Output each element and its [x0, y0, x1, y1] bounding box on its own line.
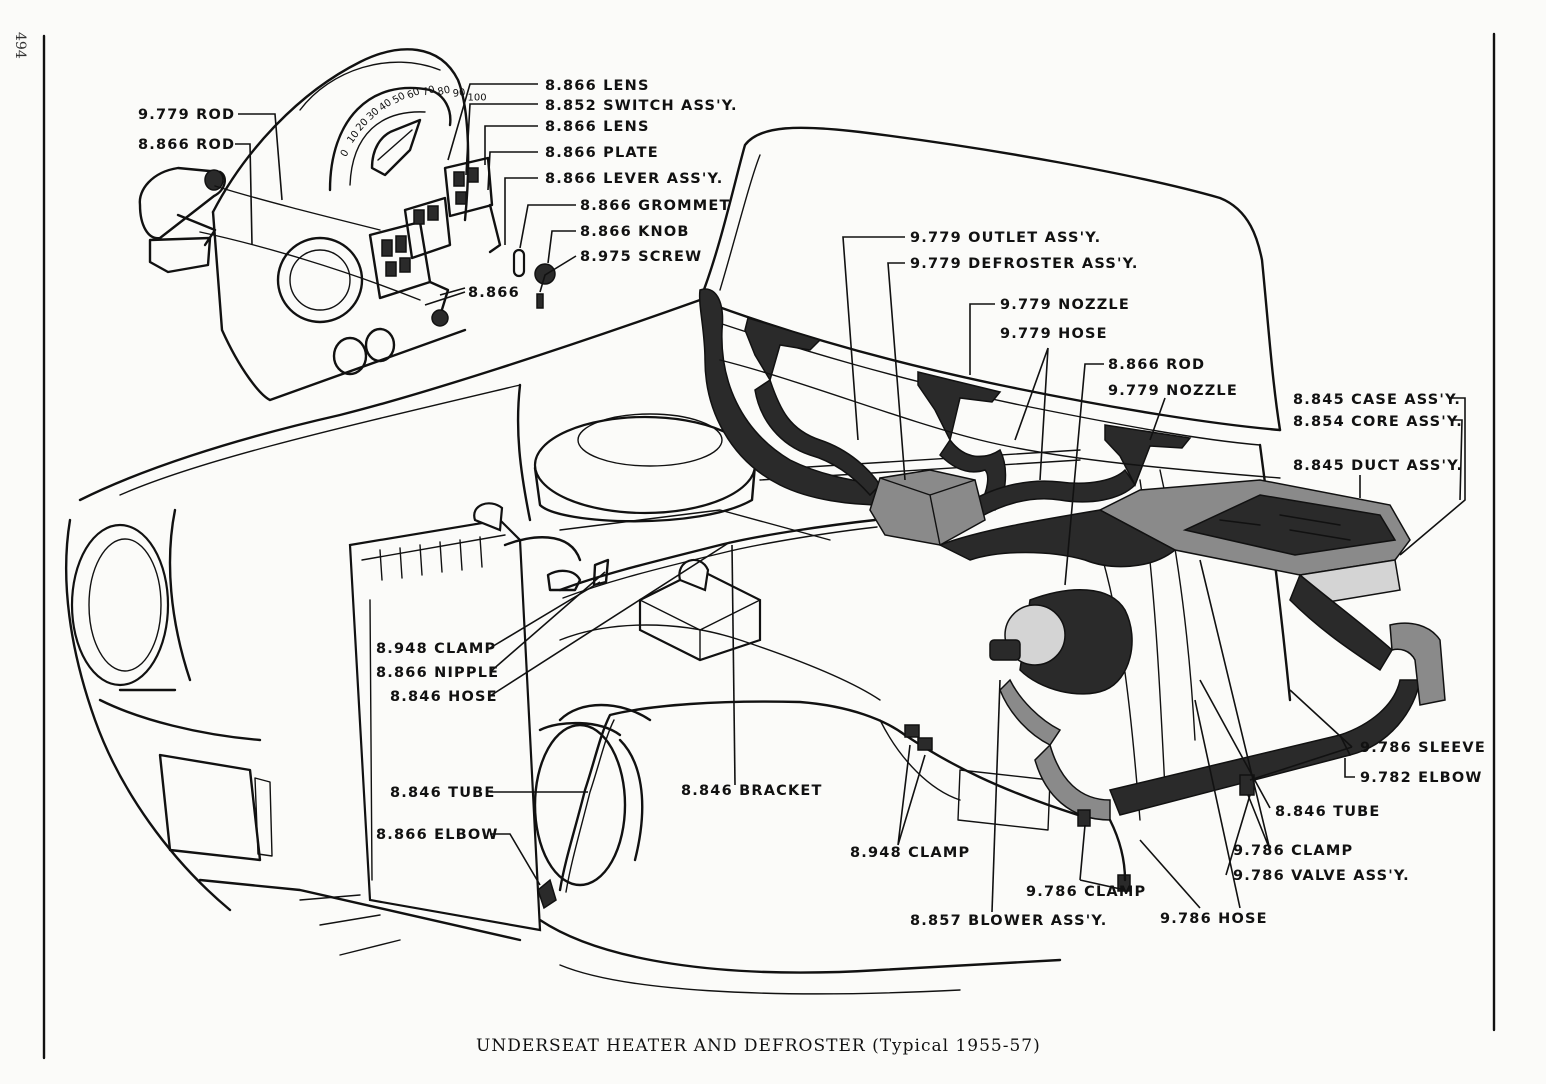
label-9779-nozzle-1: 9.779 NOZZLE	[1000, 297, 1130, 313]
label-8866-grommet: 8.866 GROMMET	[580, 198, 731, 214]
label-8866-knob: 8.866 KNOB	[580, 224, 690, 240]
label-8846-tube-left: 8.846 TUBE	[390, 785, 496, 801]
heater-control-rod	[719, 359, 1281, 479]
lever-arm	[488, 203, 502, 254]
control-head-2	[403, 196, 452, 260]
speedometer-numeral: 80	[437, 85, 452, 98]
clamp-lower-1	[1077, 809, 1091, 827]
control-rod-lower	[199, 231, 421, 301]
label-8846-bracket: 8.846 BRACKET	[681, 783, 823, 799]
label-8845-duct: 8.845 DUCT ASS'Y.	[1293, 458, 1463, 474]
label-9782-elbow: 9.782 ELBOW	[1360, 770, 1483, 786]
speedometer-numeral: 50	[391, 91, 408, 107]
speedometer-numeral: 70	[421, 84, 437, 98]
part-labels: 8.866 LENS 8.852 SWITCH ASS'Y. 8.866 LEN…	[138, 78, 1486, 929]
label-9779-nozzle-2: 9.779 NOZZLE	[1108, 383, 1238, 399]
panel-vents	[332, 327, 396, 376]
label-8866-plate: 8.866 PLATE	[545, 145, 659, 161]
label-9786-sleeve: 9.786 SLEEVE	[1360, 740, 1486, 756]
label-9779-defroster: 9.779 DEFROSTER ASS'Y.	[910, 256, 1139, 272]
label-9786-valve: 9.786 VALVE ASS'Y.	[1233, 868, 1410, 884]
label-8846-tube-right: 8.846 TUBE	[1275, 804, 1381, 820]
leader-lines	[235, 83, 1466, 913]
upper-radiator-hose	[503, 536, 582, 562]
nipple	[592, 558, 610, 587]
grommet	[512, 248, 526, 278]
tube-clamp-2	[917, 737, 933, 751]
label-8852-switch: 8.852 SWITCH ASS'Y.	[545, 98, 738, 114]
tube-clamp-1	[904, 724, 920, 738]
label-8948-clamp-bottom: 8.948 CLAMP	[850, 845, 970, 861]
label-9779-rod: 9.779 ROD	[138, 107, 235, 123]
headlight	[70, 523, 170, 687]
speedometer-numeral: 100	[468, 93, 487, 104]
lower-hose	[1108, 818, 1127, 882]
rear-elbow	[1389, 622, 1446, 706]
control-head-3	[443, 156, 494, 218]
label-8866-lever: 8.866 LEVER ASS'Y.	[545, 171, 724, 187]
radiator	[348, 518, 542, 932]
control-rod-upper	[214, 185, 381, 231]
screw	[536, 293, 544, 309]
speedometer-numeral: 90	[452, 87, 466, 99]
label-8866-rod-left: 8.866 ROD	[138, 137, 235, 153]
label-9786-hose: 9.786 HOSE	[1160, 911, 1268, 927]
label-8845-case: 8.845 CASE ASS'Y.	[1293, 392, 1461, 408]
defroster-nozzle-center	[917, 371, 1002, 443]
heater-pipe	[1108, 734, 1352, 816]
knob	[534, 263, 556, 285]
left-control-bracket	[138, 166, 226, 274]
speedometer-numeral: 60	[406, 86, 422, 101]
radiator-cap	[473, 502, 504, 532]
speedometer-numeral: 0	[339, 148, 352, 159]
label-8975-screw: 8.975 SCREW	[580, 249, 702, 265]
label-9786-clamp-bottom: 9.786 CLAMP	[1026, 884, 1146, 900]
label-8866-lens-top: 8.866 LENS	[545, 78, 650, 94]
label-8846-hose: 8.846 HOSE	[390, 689, 498, 705]
tube-elbow	[537, 878, 557, 910]
defroster-nozzle-left	[744, 317, 822, 382]
page-number: 494	[12, 32, 28, 59]
figure-caption: UNDERSEAT HEATER AND DEFROSTER (Typical …	[476, 1036, 1041, 1056]
blower	[989, 589, 1133, 746]
label-8866-nipple: 8.866 NIPPLE	[376, 665, 499, 681]
label-8866: 8.866	[468, 285, 520, 301]
battery	[638, 559, 762, 662]
round-dial	[276, 236, 364, 324]
lever-stem	[428, 280, 450, 318]
label-8948-clamp-left: 8.948 CLAMP	[376, 641, 496, 657]
heater-case	[1098, 479, 1411, 606]
label-9786-clamp-right: 9.786 CLAMP	[1233, 843, 1353, 859]
label-9779-hose: 9.779 HOSE	[1000, 326, 1108, 342]
truck-body	[64, 126, 1292, 995]
label-8857-blower: 8.857 BLOWER ASS'Y.	[910, 913, 1107, 929]
front-tire	[533, 721, 644, 887]
label-8866-lens-2: 8.866 LENS	[545, 119, 650, 135]
lever-knob	[431, 309, 449, 327]
control-head-1	[368, 220, 432, 300]
label-8854-core: 8.854 CORE ASS'Y.	[1293, 414, 1463, 430]
label-9779-outlet: 9.779 OUTLET ASS'Y.	[910, 230, 1101, 246]
defroster-system	[537, 288, 1446, 910]
defroster-outlet-box	[869, 469, 986, 546]
return-tube	[558, 700, 907, 892]
label-8866-elbow: 8.866 ELBOW	[376, 827, 499, 843]
label-8866-rod-right: 8.866 ROD	[1108, 357, 1205, 373]
